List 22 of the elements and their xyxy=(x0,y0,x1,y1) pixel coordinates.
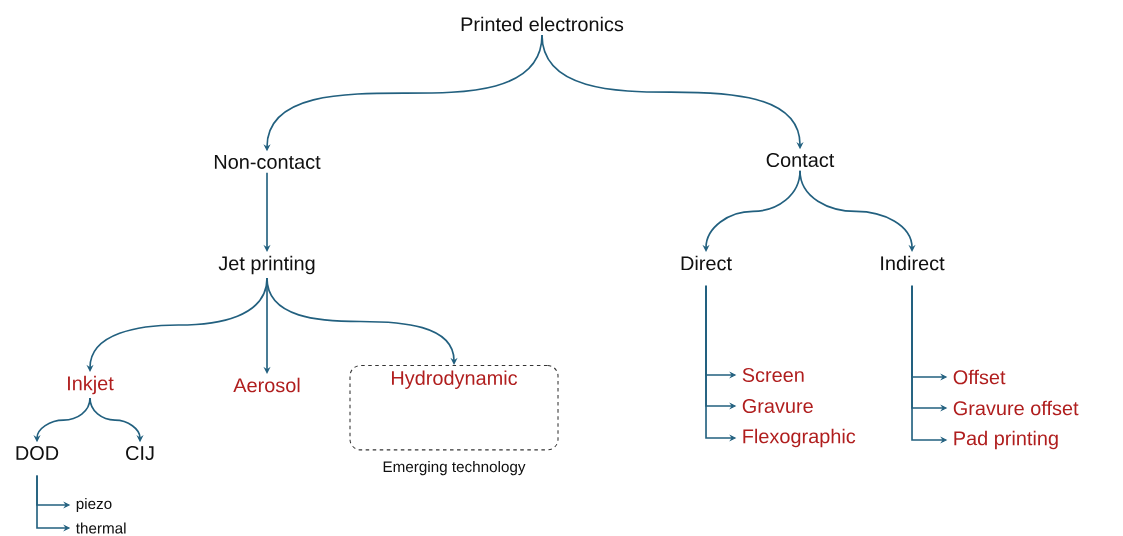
node-label: Non-contact xyxy=(214,155,321,169)
node-label: Gravure xyxy=(742,398,813,414)
node-label: Jet printing xyxy=(218,255,315,275)
node-label: Emerging technology xyxy=(383,460,526,476)
node-label: Screen xyxy=(742,367,804,383)
node-label: DOD xyxy=(16,445,59,461)
node-label: thermal xyxy=(76,522,126,534)
arrow xyxy=(799,170,916,252)
node-label: CIJ xyxy=(126,445,154,461)
node-label: Gravure offset xyxy=(953,400,1079,416)
node-label: Indirect xyxy=(881,255,945,271)
node-label: Flexographic xyxy=(743,428,856,448)
dashed-box: Hydrodynamic xyxy=(349,365,559,451)
node-label: Inkjet xyxy=(68,375,114,395)
node-label: Offset xyxy=(953,369,1006,385)
node-label: Direct xyxy=(681,255,732,271)
arrow xyxy=(266,277,458,365)
node-label: piezo xyxy=(76,497,112,513)
node-label: Contact xyxy=(766,152,835,168)
node-label: Printed electronics xyxy=(461,16,624,32)
node-label: Aerosol xyxy=(233,377,300,393)
node-label: Pad printing xyxy=(954,430,1058,450)
